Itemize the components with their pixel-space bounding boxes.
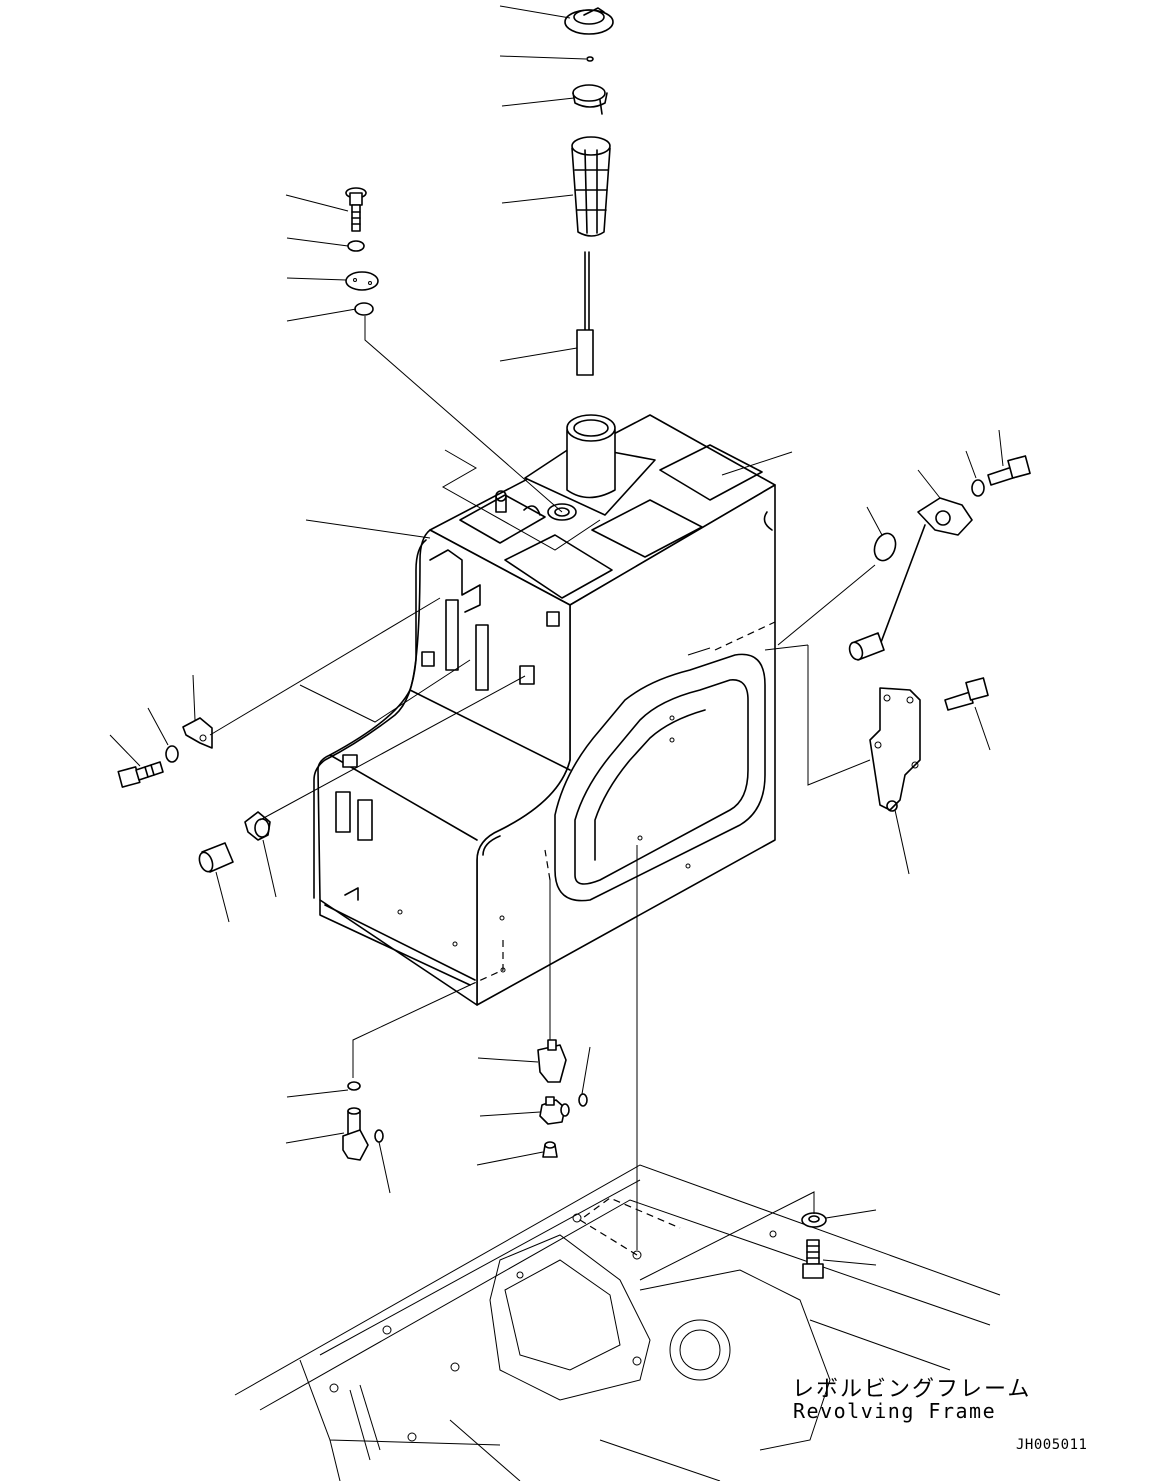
left-washer bbox=[165, 745, 179, 763]
sensor-washer bbox=[971, 479, 985, 497]
top-bolt bbox=[345, 187, 367, 232]
top-washer bbox=[347, 240, 365, 252]
frame-label-english: Revolving Frame bbox=[793, 1399, 997, 1423]
hose-clamp-left bbox=[244, 811, 271, 841]
mount-washer bbox=[801, 1212, 827, 1228]
top-cover-plate bbox=[345, 271, 379, 291]
fuel-level-sensor bbox=[848, 497, 973, 661]
leader-lines bbox=[109, 5, 1004, 1281]
bottom-oring bbox=[374, 1129, 384, 1143]
top-gasket bbox=[354, 302, 374, 316]
sensor-bolt bbox=[987, 455, 1031, 486]
left-clip bbox=[182, 717, 213, 749]
filler-cap bbox=[564, 7, 614, 35]
drain-oring bbox=[578, 1093, 588, 1107]
rubber-cushion-left bbox=[198, 842, 234, 873]
drain-plug-bottom bbox=[342, 1107, 369, 1161]
dipstick bbox=[576, 251, 594, 376]
frame-label-japanese: レボルビングフレーム bbox=[792, 1377, 1032, 1402]
right-bracket-bolt bbox=[944, 677, 989, 711]
drain-plug-oring bbox=[347, 1081, 361, 1091]
level-gauge-gasket bbox=[873, 532, 897, 562]
fuel-tank bbox=[313, 414, 776, 1006]
revolving-frame bbox=[234, 1164, 1001, 1481]
mount-bolt bbox=[802, 1239, 824, 1279]
strainer bbox=[571, 136, 611, 237]
drain-cock bbox=[537, 1039, 567, 1083]
right-bracket bbox=[869, 687, 921, 812]
cap-pin bbox=[586, 56, 594, 62]
drain-valve bbox=[539, 1096, 570, 1125]
drawing-code: JH005011 bbox=[1016, 1437, 1088, 1453]
left-bracket-bolt bbox=[117, 761, 164, 788]
strainer-holder bbox=[572, 84, 608, 115]
drain-plug bbox=[542, 1141, 558, 1158]
